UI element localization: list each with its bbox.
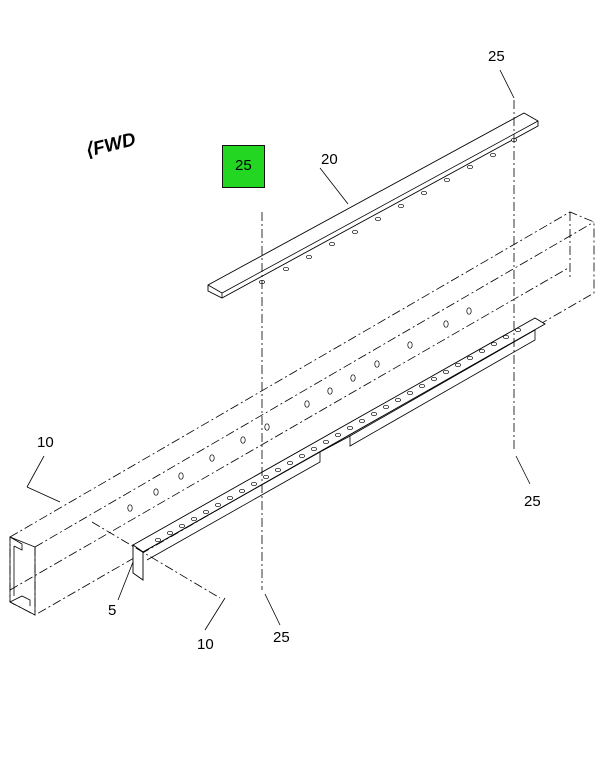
rail-web-holes [127,307,472,512]
callout-angle-bracket: 5 [108,602,117,619]
angle-bracket [132,317,546,581]
bracket-holes [155,327,521,543]
top-plate [207,112,539,299]
callout-fastener-bottom: 25 [273,629,290,646]
frame-rail-end-profile [9,536,36,616]
highlighted-callout-box [222,145,265,188]
leader-lines [26,69,531,631]
frame-rail-outline [9,211,595,616]
callout-fastener-right: 25 [524,493,541,510]
callout-rail-left: 10 [37,434,54,451]
highlighted-callout-label: 25 [235,157,252,174]
callout-fastener-top-right: 25 [488,48,505,65]
callout-plate: 20 [321,151,338,168]
top-plate-holes [259,137,517,285]
callout-rail-bottom: 10 [197,636,214,653]
fastener-centerlines [91,100,515,599]
